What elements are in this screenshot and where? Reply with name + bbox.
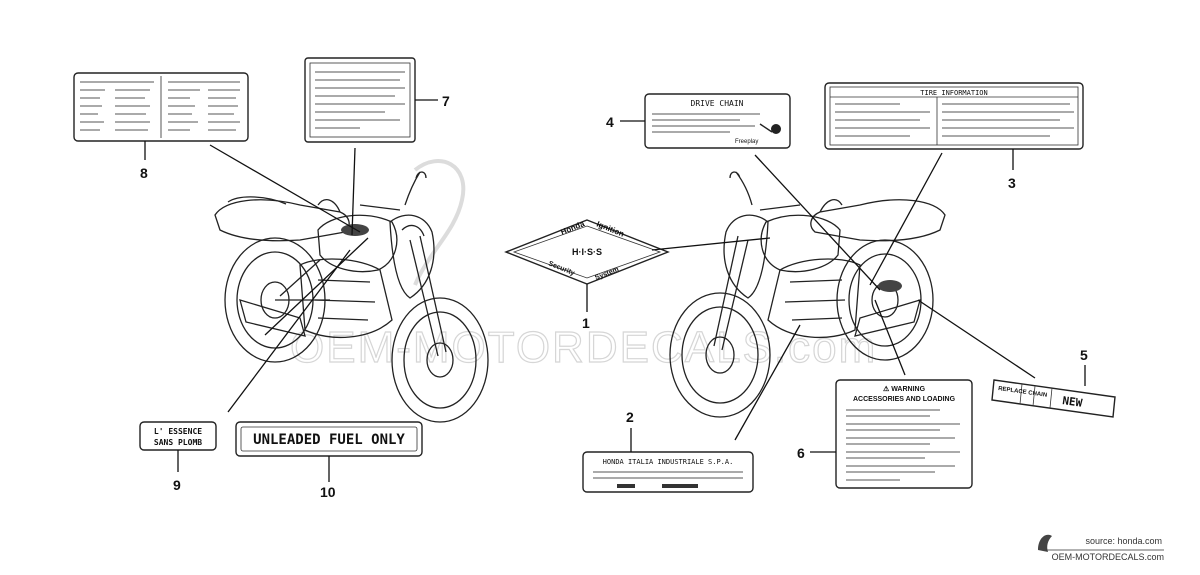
part-1-text-hiss: H·I·S·S [572, 247, 602, 257]
part-6-title: ACCESSORIES AND LOADING [853, 396, 956, 403]
footer: source: honda.com OEM-MOTORDECALS.com [1038, 534, 1164, 562]
part-4-title: DRIVE CHAIN [691, 99, 744, 108]
brand-text: OEM-MOTORDECALS.com [1052, 552, 1164, 562]
part-1-pointer [651, 237, 771, 251]
part-4-number: 4 [606, 114, 614, 130]
part-4-pointer [754, 154, 881, 291]
part-6-pointer [874, 299, 906, 376]
right-bike-shading [878, 280, 902, 292]
part-4-freeplay: Freeplay [735, 139, 758, 145]
part-8-pointer [209, 144, 361, 233]
part-3-label: TIRE INFORMATION [824, 82, 1084, 150]
part-5-number: 5 [1080, 347, 1088, 363]
part-5-pointer [917, 299, 1036, 379]
part-1-number: 1 [582, 315, 590, 331]
motorcycle-right-view [669, 171, 946, 418]
motorcycle-left-view [214, 171, 489, 423]
part-7-label [304, 57, 416, 143]
part-10-pointer [264, 237, 369, 336]
part-2-text: HONDA ITALIA INDUSTRIALE S.P.A. [603, 458, 734, 466]
part-2-pointer [734, 324, 801, 441]
left-bike-shading [341, 224, 369, 236]
part-10-number: 10 [320, 484, 336, 500]
part-9-pointer [227, 249, 351, 413]
brand-logo-icon [1038, 534, 1052, 552]
part-2-label: HONDA ITALIA INDUSTRIALE S.P.A. [582, 451, 754, 493]
part-1-label: Honda Ignition H·I·S·S Security System [504, 219, 670, 285]
part-7-number: 7 [442, 93, 450, 109]
part-3-pointer [869, 152, 943, 286]
part-10-label: UNLEADED FUEL ONLY [235, 421, 423, 457]
part-5-label: REPLACE CHAIN NEW [991, 379, 1116, 418]
part-9-label: L' ESSENCE SANS PLOMB [139, 421, 217, 451]
part-4-label: DRIVE CHAIN Freeplay [644, 93, 791, 149]
part-3-title: TIRE INFORMATION [920, 89, 987, 97]
part-9-text-2: SANS PLOMB [154, 438, 202, 447]
part-7-pointer [351, 147, 356, 236]
part-6-label: ⚠ WARNING ACCESSORIES AND LOADING [835, 379, 973, 489]
part-9-number: 9 [173, 477, 181, 493]
part-8-label [73, 72, 249, 142]
part-8-number: 8 [140, 165, 148, 181]
part-6-number: 6 [797, 445, 805, 461]
part-10-text: UNLEADED FUEL ONLY [253, 432, 405, 448]
source-text: source: honda.com [1085, 536, 1162, 546]
part-9-text-1: L' ESSENCE [154, 427, 202, 436]
part-2-number: 2 [626, 409, 634, 425]
part-6-warning: ⚠ WARNING [883, 385, 926, 393]
part-5-text-new: NEW [1062, 394, 1084, 410]
part-3-number: 3 [1008, 175, 1016, 191]
